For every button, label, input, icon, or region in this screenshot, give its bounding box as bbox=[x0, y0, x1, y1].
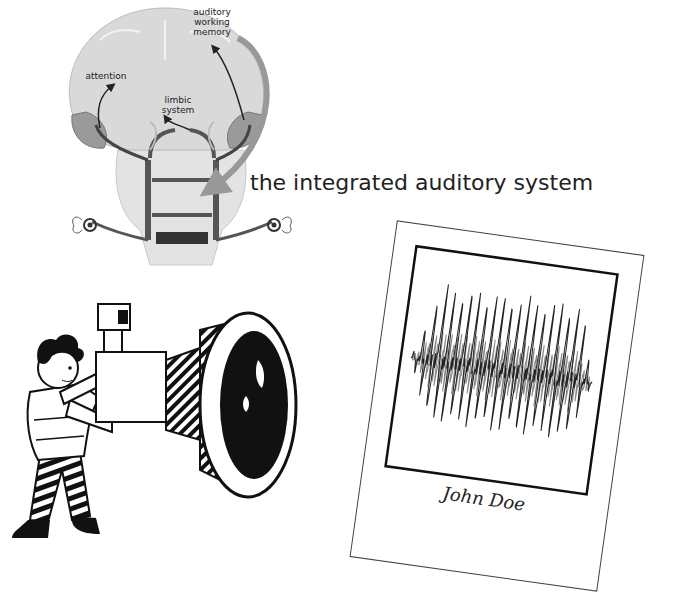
waveform-photo bbox=[362, 221, 642, 509]
heading-label: the integrated auditory system bbox=[250, 170, 660, 196]
region-label: limbic system bbox=[158, 96, 198, 116]
region-label: attention bbox=[76, 72, 136, 82]
photo-frame: John Doe bbox=[350, 220, 645, 591]
region-label: auditory working memory bbox=[188, 8, 236, 38]
